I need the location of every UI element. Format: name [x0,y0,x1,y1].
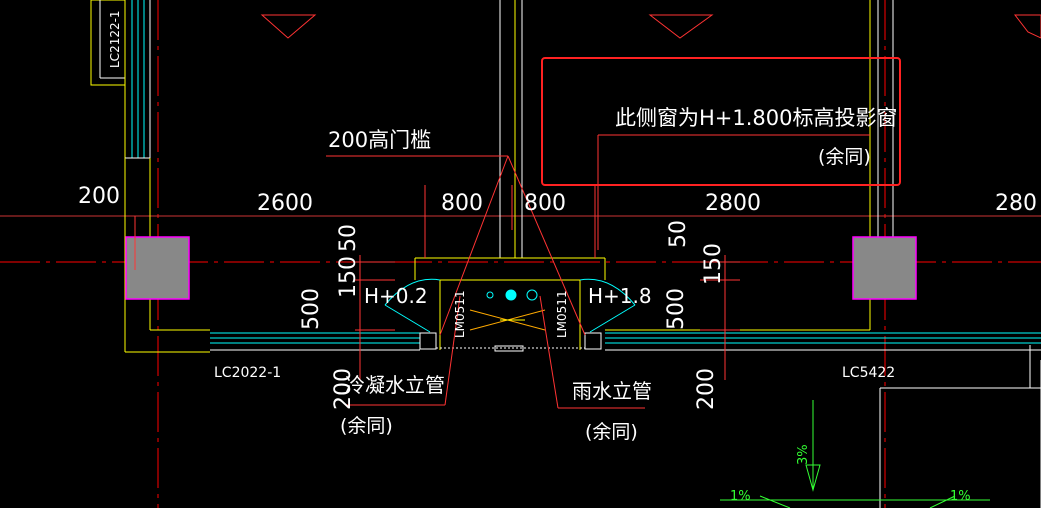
dim-800-a: 800 [441,191,483,216]
right-walls [869,0,1041,508]
dimension-lines [134,185,740,380]
note-line-1: 此侧窗为H+1.800标高投影窗 [615,106,898,130]
rain-pipe-label: 雨水立管 [572,379,652,403]
slope-right-label: 1% [950,489,971,504]
dim-150-right: 150 [701,243,726,285]
window-lc2022 [210,332,420,351]
lm0511-left-label: LM0511 [453,290,467,338]
condensate-same-label: (余同) [340,415,393,437]
central-walls [414,0,606,350]
slope-vertical-label: 3% [796,444,811,465]
dim-50-left: 50 [336,224,361,252]
rain-same-label: (余同) [585,421,638,443]
dim-2800: 2800 [705,191,761,216]
dim-200-bottom-right: 200 [694,368,719,410]
lc2022-label: LC2022-1 [214,365,281,381]
dim-500-left: 500 [299,288,324,330]
h-right-label: H+1.8 [588,284,652,308]
dim-200-left: 200 [78,184,120,209]
slope-arrow-bottom [720,495,990,508]
slope-left-label: 1% [730,489,751,504]
note-box [541,57,901,186]
note-line-2: (余同) [818,146,871,168]
threshold-leaders [326,134,870,336]
window-lc5422 [605,329,1041,351]
level-triangles [260,14,1041,39]
h-left-label: H+0.2 [364,284,428,308]
lc2122-window-frame [90,0,126,158]
dim-2600: 2600 [257,191,313,216]
dim-800-b: 800 [524,191,566,216]
dim-280-cut: 280 [995,191,1037,216]
lc2122-label: LC2122-1 [108,10,122,68]
column-left [125,236,190,300]
pipe-leaders [345,295,645,409]
condensate-pipe-label: 冷凝水立管 [345,373,445,397]
threshold-label: 200高门槛 [328,128,431,152]
dim-200-bottom-left: 200 [331,368,356,410]
dim-50-right: 50 [666,220,691,248]
lm0511-right-label: LM0511 [555,290,569,338]
pipe-symbols [469,289,546,331]
column-right [852,236,917,300]
dim-150-left: 150 [336,256,361,298]
slope-arrow-vertical [805,400,821,492]
lc5422-label: LC5422 [842,365,895,381]
door-swings [384,278,636,352]
dim-500-right: 500 [664,288,689,330]
